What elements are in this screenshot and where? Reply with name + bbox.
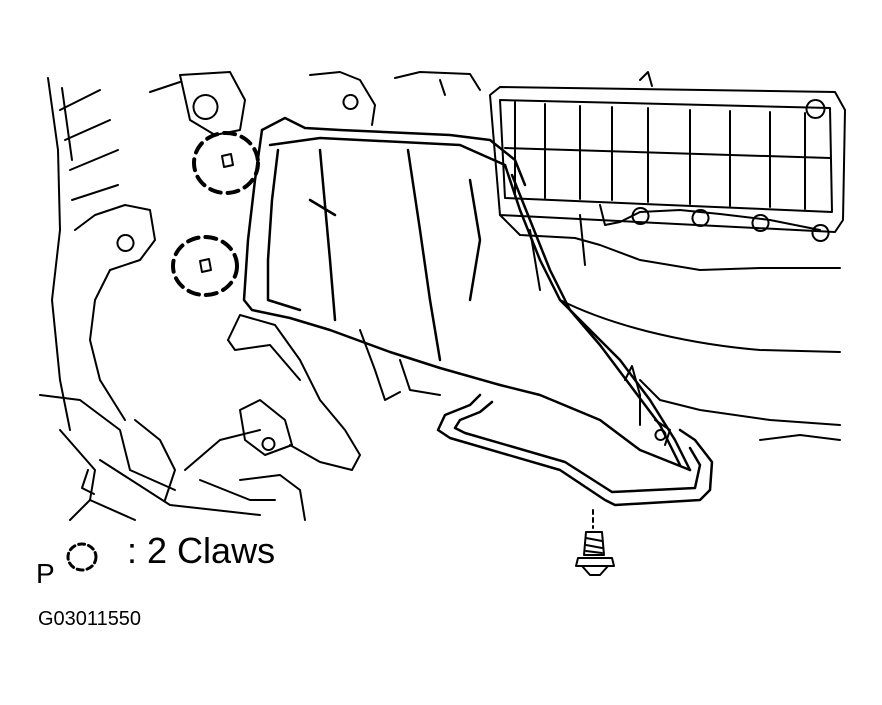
heater-case-housing (39, 77, 306, 521)
claw-circle-upper (192, 131, 260, 195)
legend-text: : 2 Claws (127, 530, 275, 572)
air-duct (242, 116, 692, 472)
blower-housing (559, 299, 841, 446)
upper-bracket (149, 71, 481, 136)
claw-circle-lower (171, 235, 239, 297)
duct-outlet-flange (436, 393, 714, 507)
filter-case (489, 71, 846, 291)
legend-claw-symbol (66, 542, 98, 572)
bolt-icon (575, 509, 615, 576)
legend-label: 2 Claws (147, 530, 276, 571)
figure-id: G03011550 (38, 608, 142, 630)
lower-bracket (227, 314, 441, 471)
legend-colon: : (127, 530, 138, 571)
legend-marker: P (36, 558, 55, 589)
